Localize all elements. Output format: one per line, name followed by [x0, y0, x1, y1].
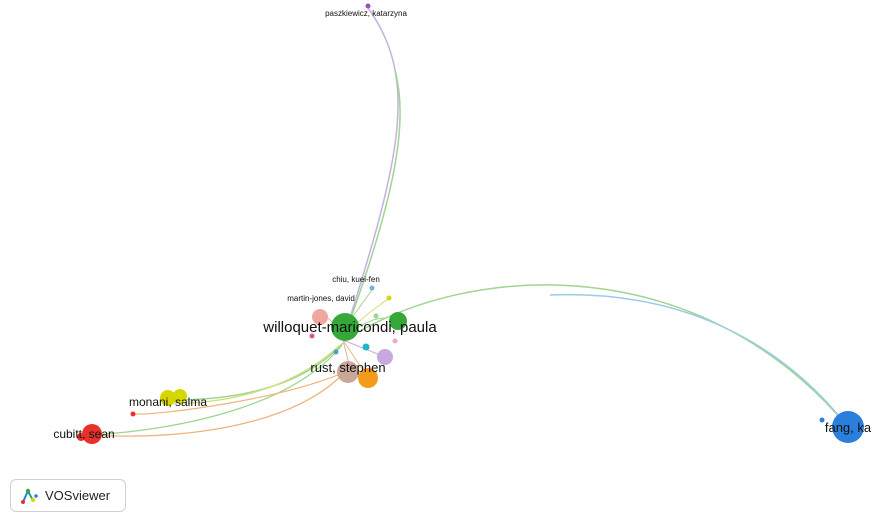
link-willoquet-paszkiewicz-green: [342, 69, 401, 341]
node-monani-a[interactable]: [160, 390, 176, 406]
label-paszkiewicz: paszkiewicz, katarzyna: [325, 9, 407, 18]
node-cubitt-small[interactable]: [130, 411, 136, 417]
node-orange[interactable]: [358, 368, 378, 388]
label-willoquet: willoquet-maricondi, paula: [262, 319, 437, 336]
label-fang: fang, ka: [825, 420, 872, 435]
link-willoquet-fang-blue: [549, 293, 849, 428]
vosviewer-logo-icon: [21, 488, 38, 504]
label-monani: monani, salma: [129, 395, 207, 409]
node-cyan[interactable]: [362, 343, 370, 351]
node-rust[interactable]: [337, 361, 359, 383]
node-paszkiewicz[interactable]: [365, 3, 371, 9]
node-lavender[interactable]: [377, 349, 393, 365]
brand-name: VOSviewer: [45, 488, 111, 503]
nodes: [77, 3, 864, 444]
link-willoquet-fang: [344, 284, 849, 428]
labels: paszkiewicz, katarzyna chiu, kuei-fen ma…: [53, 9, 872, 441]
link-willoquet-cubitt: [91, 344, 343, 436]
node-small-green[interactable]: [373, 313, 379, 319]
node-pink-right[interactable]: [392, 338, 398, 344]
node-fang[interactable]: [832, 411, 864, 443]
node-green-secondary[interactable]: [389, 312, 407, 330]
label-martin: martin-jones, david: [287, 294, 355, 303]
label-cubitt: cubitt, sean: [53, 427, 114, 441]
link-rust-cubitt-2: [134, 371, 346, 415]
links: [91, 7, 849, 437]
link-willoquet-monani-2: [171, 344, 341, 404]
node-yellow-small[interactable]: [386, 295, 392, 301]
label-rust: rust, stephen: [310, 360, 385, 375]
node-monani-b[interactable]: [173, 389, 187, 403]
node-fang-small[interactable]: [819, 417, 825, 423]
vosviewer-brand: VOSviewer: [10, 479, 126, 512]
node-martin[interactable]: [312, 309, 328, 325]
node-chiu[interactable]: [369, 285, 375, 291]
node-cubitt[interactable]: [82, 424, 102, 444]
node-blue-small[interactable]: [333, 349, 339, 355]
label-chiu: chiu, kuei-fen: [332, 275, 380, 284]
node-cubitt-2[interactable]: [77, 433, 85, 441]
node-pink-small[interactable]: [309, 333, 315, 339]
link-rust-cubitt: [91, 371, 346, 437]
link-willoquet-paszkiewicz: [342, 7, 399, 341]
node-willoquet[interactable]: [331, 313, 359, 341]
